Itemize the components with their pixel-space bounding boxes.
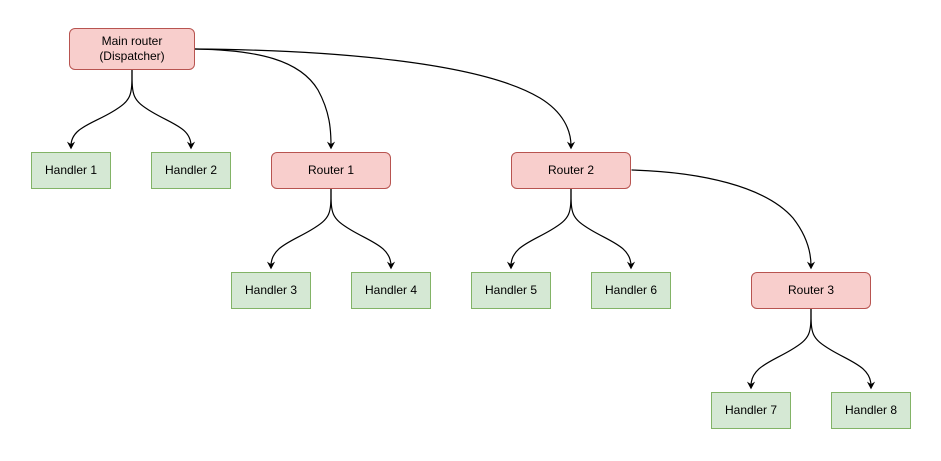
node-handler-4[interactable]: Handler 4 — [351, 272, 431, 309]
node-label-handler-3: Handler 3 — [244, 283, 298, 297]
node-label-handler-8: Handler 8 — [844, 403, 898, 417]
edge-router-2-to-handler-6 — [570, 188, 636, 270]
node-handler-1[interactable]: Handler 1 — [31, 152, 111, 189]
edge-main-router-to-handler-1 — [66, 69, 133, 150]
node-label-handler-7: Handler 7 — [724, 403, 778, 417]
edge-router-1-to-handler-3 — [266, 188, 332, 270]
edge-router-1-to-handler-4 — [330, 188, 396, 270]
node-handler-2[interactable]: Handler 2 — [151, 152, 231, 189]
edge-group — [66, 48, 876, 390]
node-handler-7[interactable]: Handler 7 — [711, 392, 791, 429]
edge-main-router-to-handler-2 — [131, 69, 196, 150]
edge-router-2-to-router-3 — [631, 169, 816, 270]
node-handler-5[interactable]: Handler 5 — [471, 272, 551, 309]
edge-main-router-to-router-1 — [194, 48, 336, 150]
node-router-1[interactable]: Router 1 — [271, 152, 391, 189]
node-label-handler-6: Handler 6 — [604, 283, 658, 297]
node-label-handler-2: Handler 2 — [164, 163, 218, 177]
node-main-router[interactable]: Main router (Dispatcher) — [69, 28, 195, 70]
node-handler-6[interactable]: Handler 6 — [591, 272, 671, 309]
edge-router-3-to-handler-7 — [746, 308, 812, 390]
node-label-handler-4: Handler 4 — [364, 283, 418, 297]
node-handler-3[interactable]: Handler 3 — [231, 272, 311, 309]
node-label-router-3: Router 3 — [787, 283, 835, 297]
node-router-2[interactable]: Router 2 — [511, 152, 631, 189]
node-label-router-1: Router 1 — [307, 163, 355, 177]
node-label-handler-5: Handler 5 — [484, 283, 538, 297]
edge-main-router-to-router-2 — [194, 48, 576, 150]
node-label-handler-1: Handler 1 — [44, 163, 98, 177]
node-label-main-router: Main router (Dispatcher) — [99, 34, 165, 63]
node-router-3[interactable]: Router 3 — [751, 272, 871, 309]
node-handler-8[interactable]: Handler 8 — [831, 392, 911, 429]
edge-router-3-to-handler-8 — [810, 308, 876, 390]
node-label-router-2: Router 2 — [547, 163, 595, 177]
edge-router-2-to-handler-5 — [506, 188, 572, 270]
